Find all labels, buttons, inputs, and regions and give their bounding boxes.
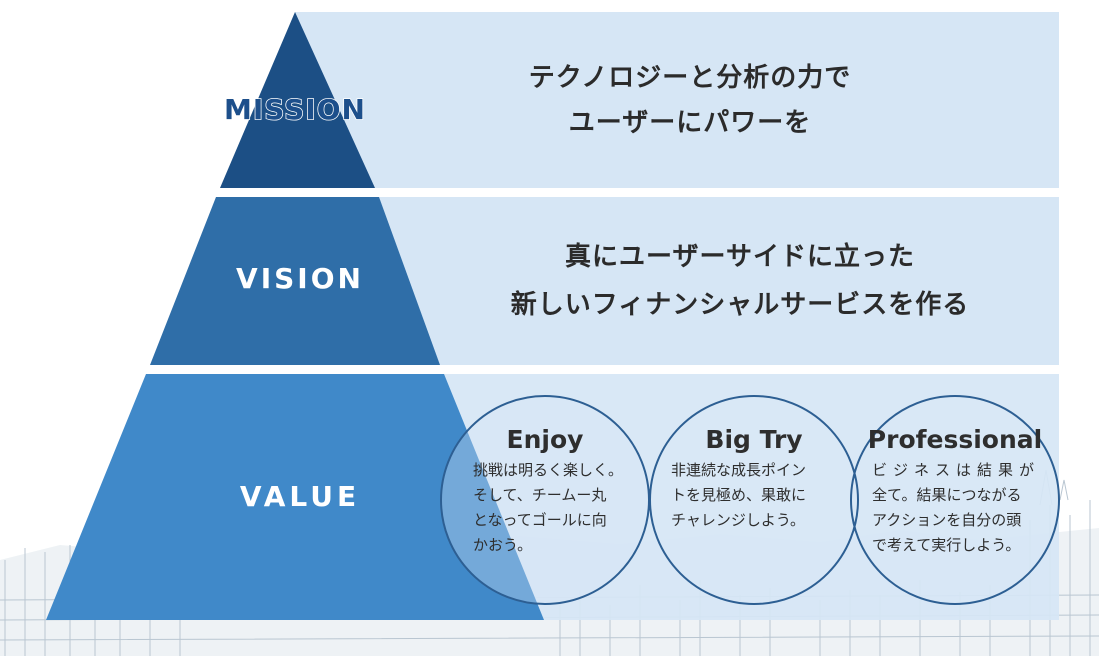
value-label: VALUE bbox=[239, 480, 361, 513]
mission-band bbox=[295, 12, 1059, 188]
bigtry-circle bbox=[649, 395, 859, 605]
enjoy-line-4: かおう。 bbox=[473, 536, 533, 554]
enjoy-title: Enjoy bbox=[506, 425, 584, 454]
bigtry-line-1: 非連続な成長ポイン bbox=[671, 461, 807, 479]
bigtry-title: Big Try bbox=[705, 425, 803, 454]
vision-label: VISION bbox=[236, 262, 364, 295]
professional-circle bbox=[850, 395, 1060, 605]
bigtry-line-2: トを見極め、果敢に bbox=[671, 486, 807, 504]
enjoy-line-1: 挑戦は明るく楽しく。 bbox=[473, 461, 624, 479]
mission-line-1: テクノロジーと分析の力で bbox=[528, 63, 852, 93]
vision-tier bbox=[150, 197, 440, 365]
mission-tier bbox=[220, 12, 375, 188]
vision-line-1: 真にユーザーサイドに立った bbox=[565, 242, 915, 272]
value-circles bbox=[440, 395, 1060, 605]
value-band bbox=[440, 374, 1059, 620]
professional-line-3: アクションを自分の頭 bbox=[872, 511, 1022, 529]
professional-title: Professional bbox=[867, 425, 1043, 454]
mission-line-2: ユーザーにパワーを bbox=[568, 108, 812, 138]
vision-line-2: 新しいフィナンシャルサービスを作る bbox=[510, 290, 970, 320]
enjoy-line-2: そして、チームー丸 bbox=[473, 486, 607, 504]
professional-description: ビジネスは結果が 全て。結果につながる アクションを自分の頭 で考えて実行しよう… bbox=[872, 458, 1040, 558]
professional-line-2: 全て。結果につながる bbox=[872, 486, 1022, 504]
enjoy-description: 挑戦は明るく楽しく。 そして、チームー丸 となってゴールに向 かおう。 bbox=[473, 458, 623, 558]
bigtry-description: 非連続な成長ポイン トを見極め、果敢に チャレンジしよう。 bbox=[671, 458, 806, 533]
vision-band bbox=[375, 197, 1059, 365]
bigtry-line-3: チャレンジしよう。 bbox=[671, 511, 805, 529]
vision-statement: 真にユーザーサイドに立った 新しいフィナンシャルサービスを作る bbox=[440, 237, 1040, 325]
enjoy-line-3: となってゴールに向 bbox=[473, 511, 607, 529]
mission-label: MISSION bbox=[223, 92, 366, 127]
mission-statement: テクノロジーと分析の力で ユーザーにパワーを bbox=[440, 58, 940, 143]
value-tier bbox=[46, 374, 544, 620]
professional-line-1: ビジネスは結果が bbox=[872, 461, 1041, 479]
professional-line-4: で考えて実行しよう。 bbox=[872, 536, 1021, 554]
